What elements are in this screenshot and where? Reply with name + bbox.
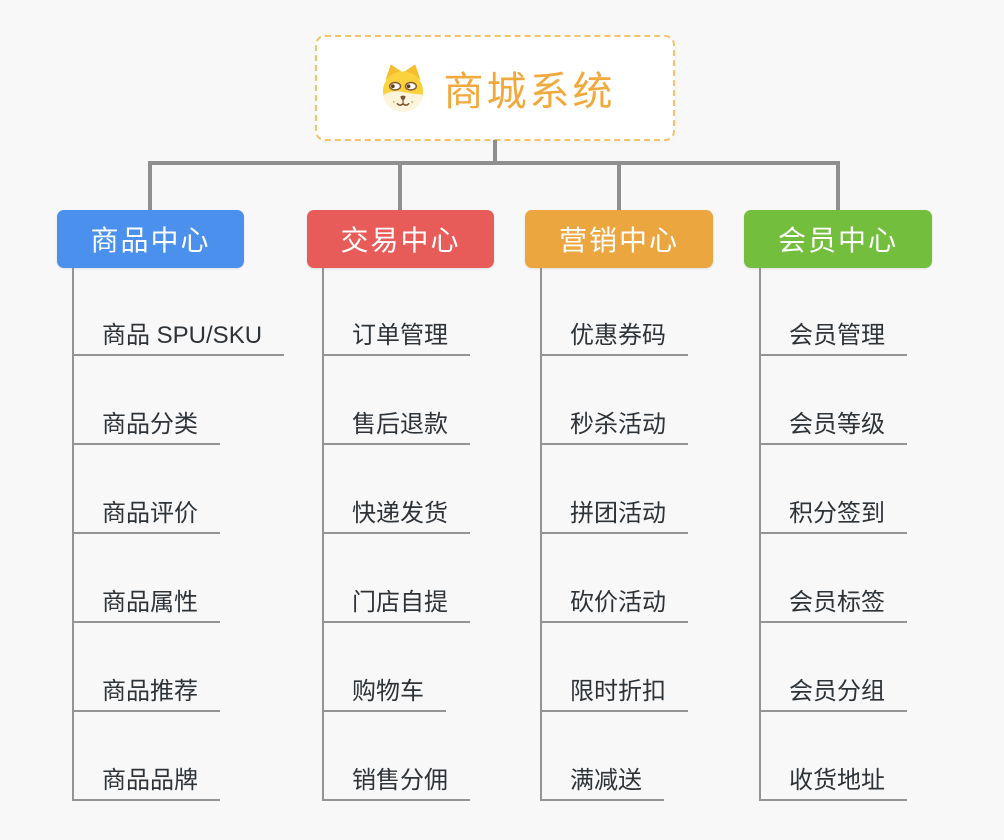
leaf-item[interactable]: 销售分佣: [322, 760, 470, 801]
branch-column-product-center: 商品 SPU/SKU 商品分类 商品评价 商品属性 商品推荐 商品品牌: [72, 268, 285, 801]
leaf-item[interactable]: 商品品牌: [72, 760, 220, 801]
leaf-item[interactable]: 购物车: [322, 671, 446, 712]
leaf-item[interactable]: 门店自提: [322, 582, 470, 623]
branch-header-product-center[interactable]: 商品中心: [57, 210, 244, 268]
leaf-item[interactable]: 商品 SPU/SKU: [72, 315, 285, 356]
dog-face-icon: [382, 64, 423, 112]
leaf-item[interactable]: 满减送: [540, 760, 664, 801]
leaf-item[interactable]: 会员标签: [759, 582, 907, 623]
leaf-item[interactable]: 会员分组: [759, 671, 907, 712]
leaf-item[interactable]: 商品属性: [72, 582, 220, 623]
leaf-item[interactable]: 订单管理: [322, 315, 470, 356]
branch-header-trade-center[interactable]: 交易中心: [307, 210, 494, 268]
leaf-item[interactable]: 砍价活动: [540, 582, 688, 623]
branch-header-marketing-center[interactable]: 营销中心: [525, 210, 713, 268]
leaf-item[interactable]: 优惠券码: [540, 315, 688, 356]
leaf-item[interactable]: 商品评价: [72, 493, 220, 534]
connector-root-trunk: [493, 140, 497, 162]
connector-drop-marketing-center: [617, 161, 621, 211]
leaf-item[interactable]: 会员管理: [759, 315, 907, 356]
leaf-item[interactable]: 积分签到: [759, 493, 907, 534]
leaf-item[interactable]: 快递发货: [322, 493, 470, 534]
branch-header-member-center[interactable]: 会员中心: [744, 210, 932, 268]
connector-bus: [148, 161, 840, 165]
branch-column-member-center: 会员管理 会员等级 积分签到 会员标签 会员分组 收货地址: [759, 268, 907, 801]
connector-drop-product-center: [148, 161, 152, 211]
leaf-item[interactable]: 秒杀活动: [540, 404, 688, 445]
leaf-item[interactable]: 收货地址: [759, 760, 907, 801]
leaf-item[interactable]: 商品推荐: [72, 671, 220, 712]
root-title: 商城系统: [443, 70, 616, 114]
leaf-item[interactable]: 售后退款: [322, 404, 470, 445]
connector-drop-trade-center: [398, 161, 402, 211]
connector-drop-member-center: [836, 161, 840, 211]
mindmap-root-node[interactable]: 商城系统: [315, 35, 675, 141]
branch-column-marketing-center: 优惠券码 秒杀活动 拼团活动 砍价活动 限时折扣 满减送: [540, 268, 688, 801]
leaf-item[interactable]: 商品分类: [72, 404, 220, 445]
branch-column-trade-center: 订单管理 售后退款 快递发货 门店自提 购物车 销售分佣: [322, 268, 470, 801]
leaf-item[interactable]: 限时折扣: [540, 671, 688, 712]
leaf-item[interactable]: 会员等级: [759, 404, 907, 445]
leaf-item[interactable]: 拼团活动: [540, 493, 688, 534]
